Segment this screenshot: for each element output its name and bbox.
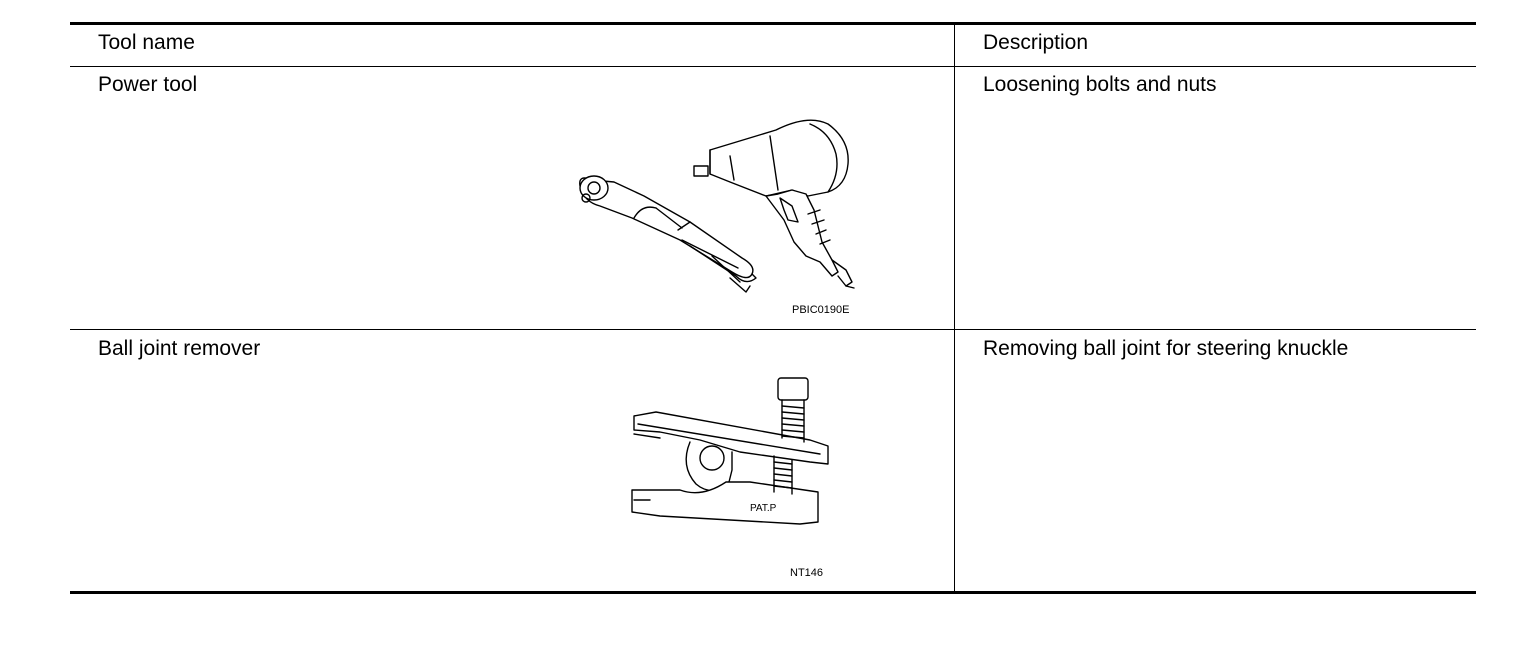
figure-stamp: PAT.P [750, 503, 777, 514]
description-cell: Removing ball joint for steering knuckle [983, 337, 1349, 360]
header-divider [70, 66, 1476, 67]
header-tool-name: Tool name [98, 31, 195, 54]
header-description: Description [983, 31, 1089, 54]
tool-name-cell: Ball joint remover [98, 337, 261, 360]
impact-wrench-drawing [693, 119, 855, 289]
column-divider [954, 25, 955, 591]
description-cell: Loosening bolts and nuts [983, 73, 1217, 96]
ball-joint-remover-illustration: PAT.P NT146 [631, 377, 829, 579]
figure-code: PBIC0190E [792, 304, 849, 316]
row-divider [70, 329, 1476, 330]
power-tool-illustration: PBIC0190E [579, 119, 855, 316]
table-bottom-rule [70, 591, 1476, 594]
table-top-rule [70, 22, 1476, 25]
tool-name-cell: Power tool [98, 73, 198, 96]
air-ratchet-drawing [579, 175, 757, 293]
figure-code: NT146 [790, 567, 823, 579]
